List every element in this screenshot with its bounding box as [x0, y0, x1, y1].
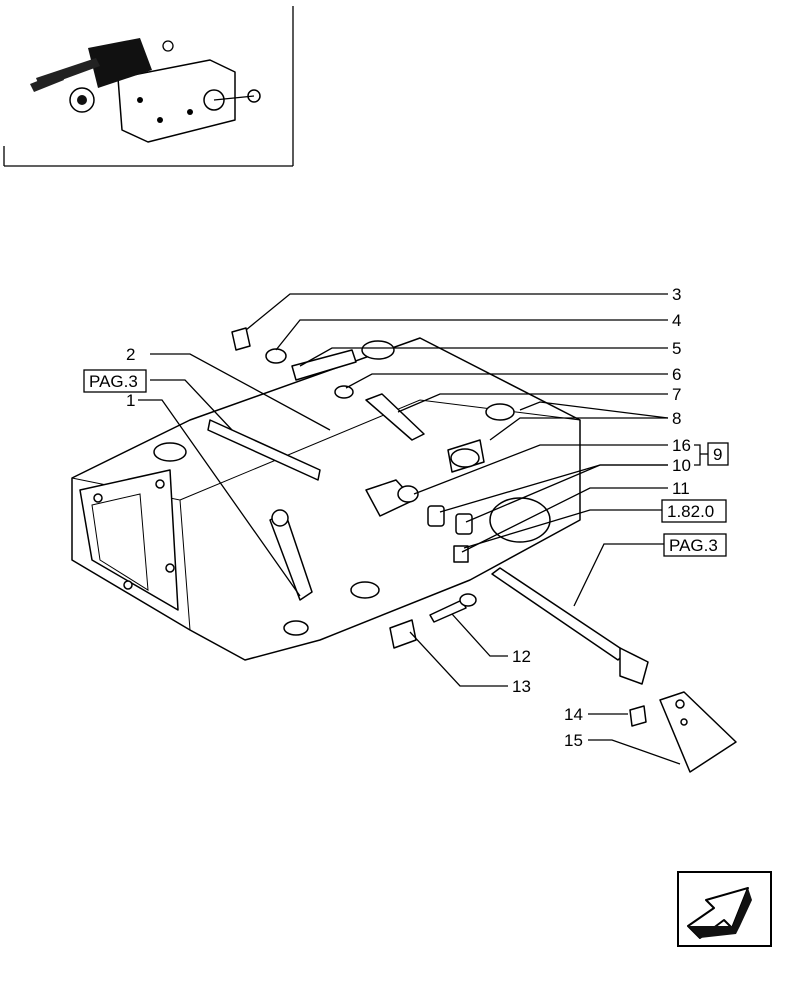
ref-1820[interactable]: 1.82.0 [667, 502, 714, 521]
callout-5: 5 [672, 339, 681, 358]
callout-11: 11 [672, 479, 690, 498]
callout-6: 6 [672, 365, 681, 384]
callout-4: 4 [672, 311, 681, 330]
callout-13: 13 [512, 677, 531, 696]
next-page-arrow-icon[interactable] [677, 871, 772, 947]
callout-12: 12 [512, 647, 531, 666]
callout-7: 7 [672, 385, 681, 404]
callout-9-box [707, 442, 729, 466]
ref-pag3-left[interactable]: PAG.3 [89, 372, 138, 391]
callout-9: 9 [713, 445, 722, 464]
housing-drawing [71, 337, 581, 661]
parts-drawing [207, 327, 737, 773]
callout-1: 1 [126, 391, 135, 410]
ref-1820-box[interactable] [661, 499, 727, 523]
callout-8: 8 [672, 409, 681, 428]
assembly-thumbnail-icon [3, 6, 294, 167]
callout-2: 2 [126, 345, 135, 364]
callout-10: 10 [672, 456, 691, 475]
callout-15: 15 [564, 731, 583, 750]
callout-14: 14 [564, 705, 583, 724]
callout-3: 3 [672, 285, 681, 304]
callout-16: 16 [672, 436, 691, 455]
ref-pag3-right[interactable]: PAG.3 [669, 536, 718, 555]
leader-lines [138, 293, 708, 765]
ref-pag3-left-box[interactable] [83, 369, 147, 393]
ref-pag3-right-box[interactable] [663, 533, 727, 557]
